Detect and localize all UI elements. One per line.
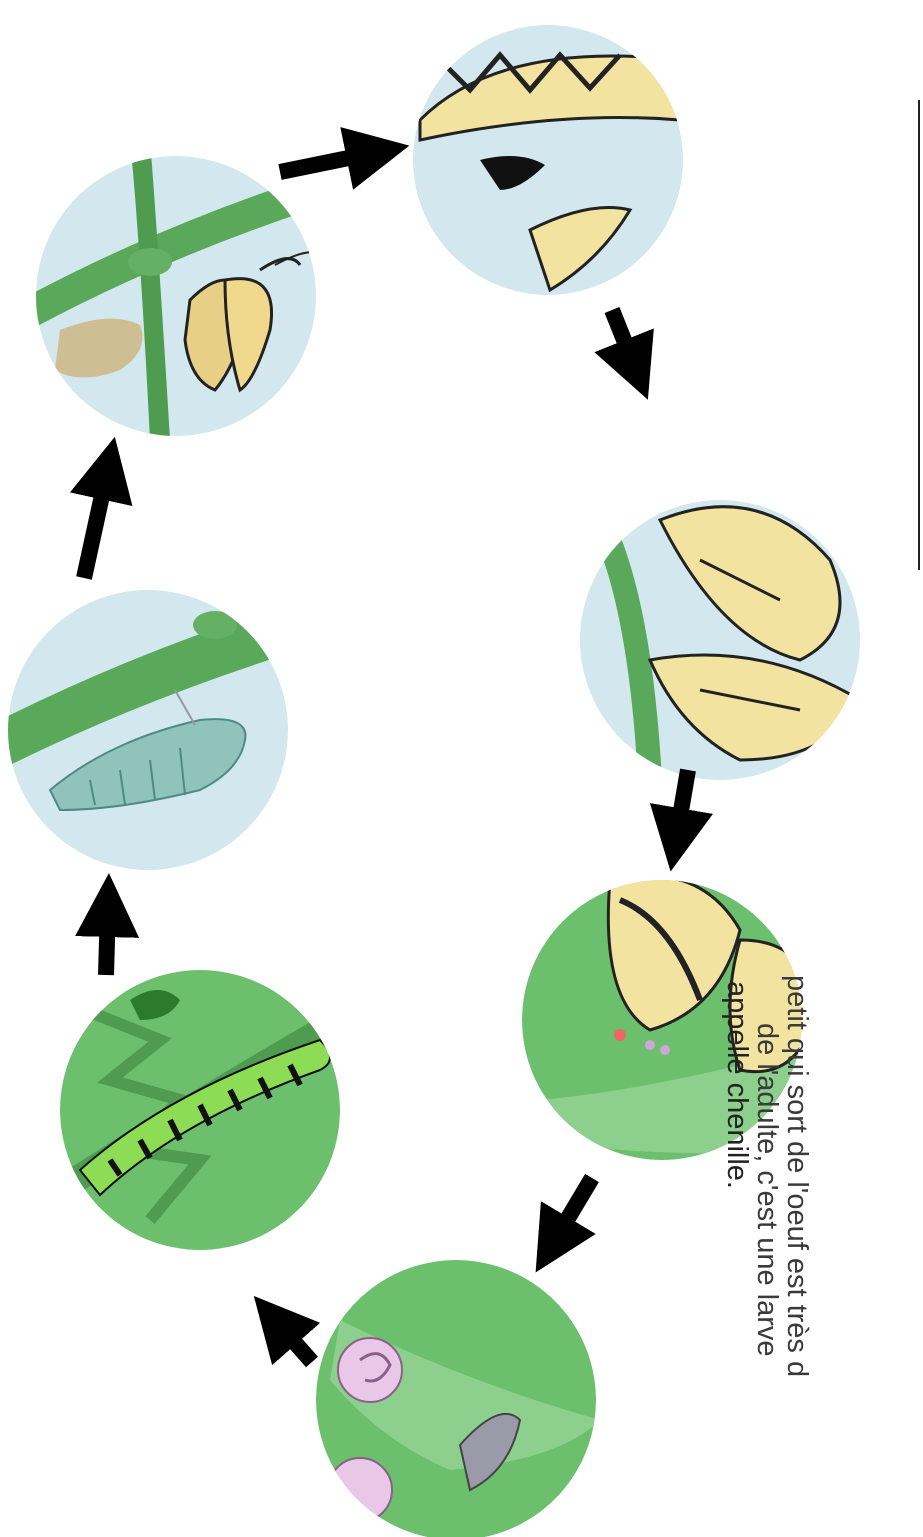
arrow-2 (612, 310, 636, 370)
stage-mating (580, 500, 860, 780)
caption-line-2: de l'adulte, c'est une larve (752, 975, 782, 1535)
arrow-7 (84, 468, 108, 578)
stage-flying (413, 25, 683, 295)
arrow-3 (676, 770, 688, 840)
caption-text: petit qui sort de l'oeuf est très d de l… (722, 975, 812, 1535)
stage-emerging-butterfly (20, 140, 340, 440)
caption-line-3: appelle chenille. (722, 975, 752, 1535)
arrow-4 (552, 1178, 592, 1245)
arrow-5 (275, 1320, 312, 1362)
arrow-6 (106, 905, 108, 975)
stage-caterpillar (60, 970, 340, 1250)
page-edge-line (918, 100, 920, 570)
stage-eggs (316, 1260, 600, 1537)
arrow-1 (280, 152, 378, 172)
caption-line-1: petit qui sort de l'oeuf est très d (782, 975, 812, 1535)
stage-chrysalis (0, 590, 300, 870)
